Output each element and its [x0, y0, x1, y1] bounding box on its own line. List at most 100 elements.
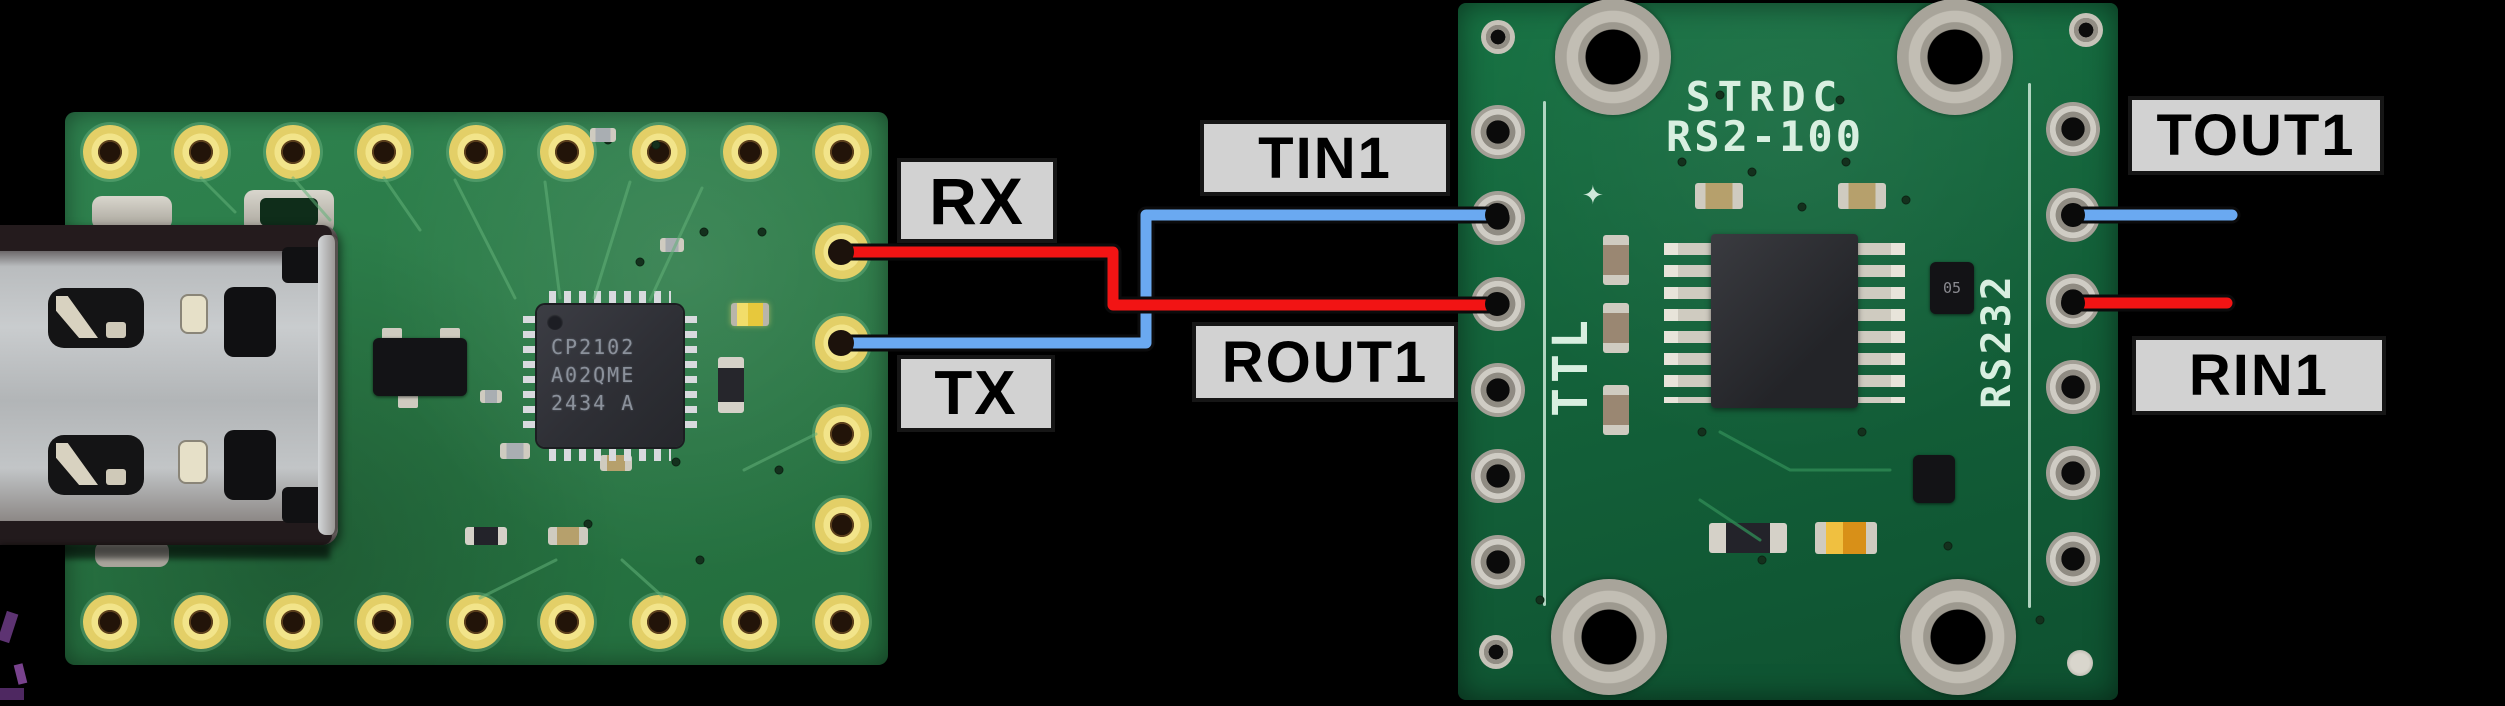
transistor-leg [398, 394, 418, 408]
smd-component [1709, 523, 1787, 553]
smd-component [718, 357, 744, 413]
test-pad [2067, 650, 2093, 676]
via [1943, 541, 1953, 551]
chip-marking-line: 2434 A [551, 391, 636, 415]
via [635, 257, 645, 267]
rs232-transceiver-chip [1711, 234, 1858, 408]
corner-hole [2069, 13, 2103, 47]
via [1747, 167, 1757, 177]
pin-pad [2046, 188, 2100, 242]
pin-pad [83, 595, 137, 649]
mounting-hole [1900, 579, 2016, 695]
pin-pad [1471, 535, 1525, 589]
via [1835, 95, 1845, 105]
via [1901, 195, 1911, 205]
pin-pad [815, 595, 869, 649]
via [651, 140, 661, 150]
mounting-hole [1555, 0, 1671, 115]
pin-pad [632, 595, 686, 649]
label-tin1: TIN1 [1200, 120, 1450, 196]
label-tx: TX [897, 355, 1055, 432]
star-silkscreen-mark: ✦ [1582, 181, 1604, 211]
pin-pad [449, 595, 503, 649]
pin-pad [815, 125, 869, 179]
pin-pad [815, 407, 869, 461]
cp2102-usb-uart-chip: CP2102 A02QME 2434 A [537, 305, 683, 447]
pin-pad [815, 316, 869, 370]
qfn-pad-row [523, 316, 535, 434]
via [1535, 595, 1545, 605]
via [1677, 157, 1687, 167]
board-title-line1: STRDC [1685, 73, 1845, 121]
soic-leads-right [1858, 243, 1891, 403]
corner-hole [1479, 635, 1513, 669]
pin-pad [2046, 102, 2100, 156]
smd-component [548, 527, 588, 545]
via [1715, 90, 1725, 100]
pin-pad [2046, 446, 2100, 500]
pin-pad [174, 595, 228, 649]
image-artifact [0, 688, 24, 700]
pin-pad [723, 125, 777, 179]
board-title-line2: RS2-100 [1665, 112, 1864, 161]
pin-pad [540, 125, 594, 179]
smd-component [1603, 303, 1629, 353]
via [1841, 157, 1851, 167]
via [1697, 427, 1707, 437]
usb-contact-slot [48, 288, 144, 348]
smd-component [731, 303, 769, 326]
label-tout1: TOUT1 [2128, 96, 2384, 175]
usb-mounting-lug [92, 196, 172, 230]
via [671, 457, 681, 467]
pin-pad [815, 225, 869, 279]
qfn-pad-row [549, 449, 671, 461]
soic-solder-pads [1891, 243, 1905, 403]
smd-component [465, 527, 507, 545]
smd-component [590, 128, 616, 142]
via [699, 227, 709, 237]
pin-pad [1471, 277, 1525, 331]
sot23-transistor: 05 [1930, 262, 1974, 314]
via [2035, 615, 2045, 625]
silkscreen-divider-left [1543, 101, 1546, 606]
pin-pad [266, 595, 320, 649]
pin-pad [266, 125, 320, 179]
silkscreen-divider-right [2028, 83, 2031, 608]
label-rin1: RIN1 [2132, 336, 2386, 415]
pin-pad [2046, 274, 2100, 328]
pin-pad [815, 498, 869, 552]
pin-pad [357, 125, 411, 179]
label-rx: RX [897, 158, 1057, 243]
sot23-transistor [1913, 455, 1955, 503]
smd-component [1603, 235, 1629, 285]
corner-hole [1481, 20, 1515, 54]
transistor-marking: 05 [1942, 279, 1962, 297]
label-rout1: ROUT1 [1192, 322, 1458, 402]
soic-solder-pads [1664, 243, 1678, 403]
board-title-silkscreen: STRDC RS2-100 [1640, 73, 1890, 161]
pin1-dot-mark [547, 314, 563, 330]
smd-component [480, 390, 502, 403]
smd-component [660, 238, 684, 252]
sot23-transistor [373, 338, 467, 396]
soic-leads-left [1678, 243, 1711, 403]
pin-pad [540, 595, 594, 649]
pin-pad [449, 125, 503, 179]
pin-pad [632, 125, 686, 179]
mounting-hole [1551, 579, 1667, 695]
pin-pad [1471, 449, 1525, 503]
via [757, 227, 767, 237]
smd-component [1838, 183, 1886, 209]
pin-pad [1471, 191, 1525, 245]
pin-pad [357, 595, 411, 649]
pin-pad [83, 125, 137, 179]
pin-pad [2046, 360, 2100, 414]
pin-pad [174, 125, 228, 179]
pin-pad [2046, 532, 2100, 586]
pin-pad [723, 595, 777, 649]
qfn-pad-row [685, 316, 697, 434]
via [1757, 555, 1767, 565]
via [774, 465, 784, 475]
chip-marking-line: CP2102 [551, 335, 636, 359]
